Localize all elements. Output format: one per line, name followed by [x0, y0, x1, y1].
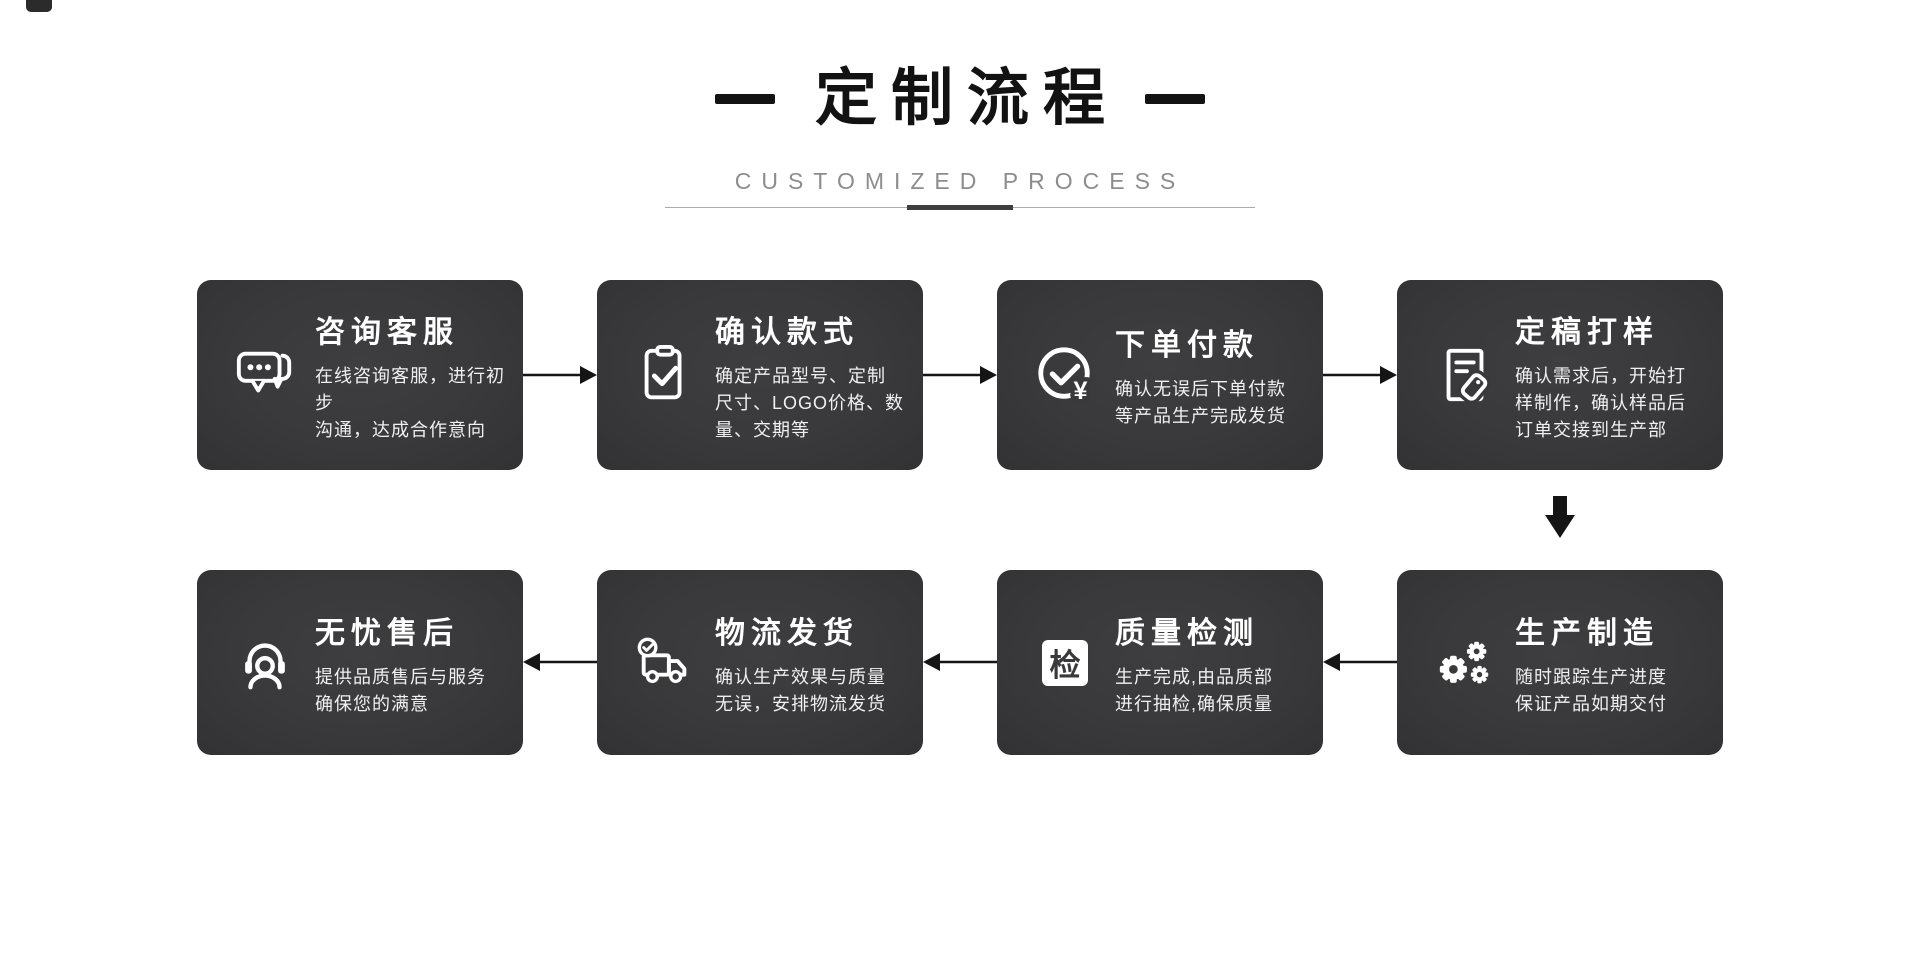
step-desc: 确认无误后下单付款 等产品生产完成发货 [1115, 379, 1286, 426]
title-dash-left [714, 94, 775, 104]
step-card-final-sample: 定稿打样 确认需求后，开始打 样制作，确认样品后 订单交接到生产部 [1397, 280, 1723, 470]
flow-arrow-right-icon [523, 365, 597, 385]
page-subtitle: CUSTOMIZED PROCESS [734, 168, 1186, 194]
payment-check-icon: ¥ [997, 344, 1115, 406]
step-title: 物流发货 [715, 616, 859, 650]
inspection-badge-icon: 检 [997, 639, 1115, 686]
header-divider-line [665, 205, 1255, 210]
step-desc: 随时跟踪生产进度 保证产品如期交付 [1515, 666, 1667, 714]
chat-bubbles-icon [197, 344, 315, 406]
clipboard-check-icon [597, 344, 715, 406]
step-card-quality-inspection: 检 质量检测 生产完成,由品质部 进行抽检,确保质量 [997, 570, 1323, 755]
delivery-truck-icon [597, 632, 715, 694]
step-desc: 提供品质售后与服务 确保您的满意 [315, 666, 486, 714]
svg-text:¥: ¥ [1074, 377, 1088, 405]
step-desc: 确定产品型号、定制 尺寸、LOGO价格、数 量、交期等 [715, 365, 905, 440]
gears-icon [1397, 632, 1515, 694]
flow-arrow-left-icon [923, 652, 997, 672]
step-card-after-sales: 无忧售后 提供品质售后与服务 确保您的满意 [197, 570, 523, 755]
step-desc: 确认生产效果与质量 无误，安排物流发货 [715, 666, 886, 714]
step-desc: 确认需求后，开始打 样制作，确认样品后 订单交接到生产部 [1515, 365, 1686, 440]
down-arrow-icon [1544, 496, 1576, 538]
document-tag-icon [1397, 344, 1515, 406]
flow-arrow-left-icon [523, 652, 597, 672]
flow-arrow-right-icon [923, 365, 997, 385]
step-title: 定稿打样 [1515, 315, 1659, 349]
title-dash-right [1145, 94, 1205, 104]
corner-artifact [26, 0, 52, 12]
inspection-badge-text: 检 [1042, 639, 1088, 686]
step-title: 无忧售后 [315, 616, 459, 650]
step-card-confirm-style: 确认款式 确定产品型号、定制 尺寸、LOGO价格、数 量、交期等 [597, 280, 923, 470]
step-card-consult-service: 咨询客服 在线咨询客服，进行初步 沟通，达成合作意向 [197, 280, 523, 470]
flow-arrow-right-icon [1323, 365, 1397, 385]
title-row: 定制流程 [0, 68, 1920, 130]
step-desc: 在线咨询客服，进行初步 沟通，达成合作意向 [315, 365, 505, 440]
step-title: 生产制造 [1515, 616, 1659, 650]
header-divider-accent [907, 205, 1013, 210]
flow-arrow-left-icon [1323, 652, 1397, 672]
step-title: 质量检测 [1115, 616, 1259, 650]
step-card-order-payment: ¥ 下单付款 确认无误后下单付款 等产品生产完成发货 [997, 280, 1323, 470]
step-title: 确认款式 [715, 315, 859, 349]
step-card-production: 生产制造 随时跟踪生产进度 保证产品如期交付 [1397, 570, 1723, 755]
step-title: 下单付款 [1115, 329, 1259, 362]
step-title: 咨询客服 [315, 315, 459, 349]
step-desc: 生产完成,由品质部 进行抽检,确保质量 [1115, 666, 1274, 714]
headset-support-icon [197, 632, 315, 694]
page-title: 定制流程 [814, 64, 1119, 133]
step-card-logistics-shipping: 物流发货 确认生产效果与质量 无误，安排物流发货 [597, 570, 923, 755]
